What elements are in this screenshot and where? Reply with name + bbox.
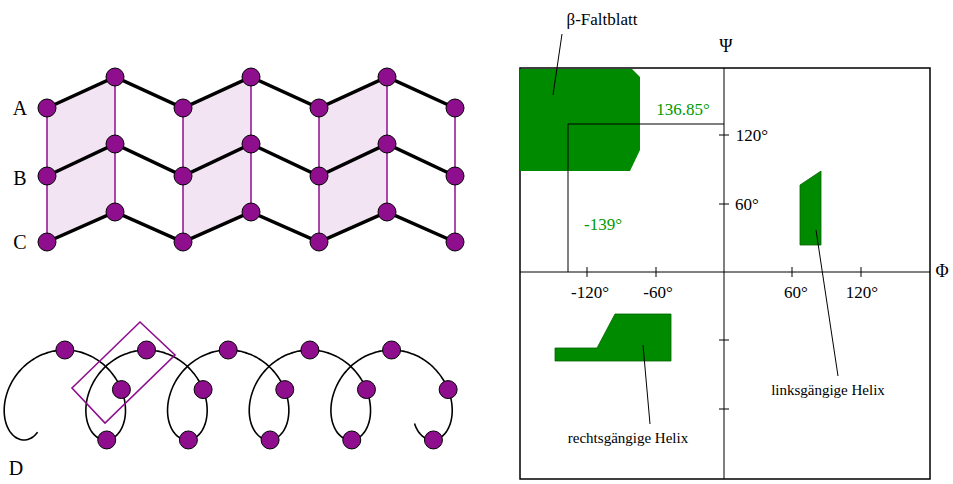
atom-dot	[446, 99, 464, 117]
atom-dot	[446, 167, 464, 185]
atom-dot	[174, 233, 192, 251]
atom-dot	[439, 381, 457, 399]
atom-dot	[261, 431, 279, 449]
beta-region	[520, 69, 640, 171]
angle-value: 136.85°	[656, 101, 710, 120]
atom-dot	[38, 233, 56, 251]
atom-dot	[378, 68, 396, 86]
atom-dot	[446, 233, 464, 251]
tick-label: -60°	[643, 284, 672, 303]
strand-label: A	[13, 97, 27, 119]
atom-dot	[56, 341, 74, 359]
atom-dot	[242, 68, 260, 86]
atom-dot	[98, 431, 116, 449]
leader-lines	[553, 34, 838, 424]
atom-dot	[343, 431, 361, 449]
axis-ticks	[587, 135, 861, 409]
axis-title: Φ	[935, 262, 948, 282]
atom-dot	[383, 341, 401, 359]
left-helix-region	[800, 171, 821, 245]
atom-dot	[194, 381, 212, 399]
psi-marker-line	[568, 124, 724, 125]
atom-dot	[357, 381, 375, 399]
helix-label: D	[9, 457, 23, 479]
atom-dot	[112, 381, 130, 399]
atom-dot	[138, 341, 156, 359]
right-helix-region	[555, 314, 671, 361]
tick-label: 120°	[736, 127, 768, 146]
plot-frame	[520, 68, 930, 479]
highlight-box	[72, 322, 175, 423]
region-label: β-Faltblatt	[567, 11, 638, 30]
atom-dot	[38, 167, 56, 185]
atom-dot	[219, 341, 237, 359]
strand-label: C	[13, 231, 26, 253]
atom-dot	[106, 68, 124, 86]
atom-dot	[106, 203, 124, 221]
atom-dot	[242, 203, 260, 221]
phi-marker-line	[568, 124, 569, 272]
alpha-helix	[4, 322, 457, 449]
atom-dot	[424, 431, 442, 449]
tick-label: -120°	[571, 284, 609, 303]
region-label: linksgängige Helix	[771, 382, 885, 399]
atom-dot	[174, 99, 192, 117]
tick-label: 60°	[784, 284, 808, 303]
atom-dot	[378, 135, 396, 153]
axis-title: Ψ	[719, 37, 732, 57]
atom-dot	[106, 135, 124, 153]
phi-axis	[520, 272, 930, 273]
atom-dot	[276, 381, 294, 399]
tick-label: 60°	[735, 196, 759, 215]
atom-dot	[310, 233, 328, 251]
atom-dot	[301, 341, 319, 359]
angle-value: -139°	[584, 216, 622, 235]
atom-dot	[310, 99, 328, 117]
atom-dot	[242, 135, 260, 153]
helix-curve	[4, 350, 452, 440]
ramachandran-plot	[520, 34, 930, 479]
region-label: rechtsgängige Helix	[568, 430, 688, 447]
tick-label: 120°	[846, 284, 878, 303]
atom-dot	[378, 203, 396, 221]
beta-sheet	[38, 68, 464, 251]
atom-dot	[310, 167, 328, 185]
atom-dot	[174, 167, 192, 185]
atom-dot	[38, 99, 56, 117]
strand-label: B	[13, 167, 26, 189]
atom-dot	[179, 431, 197, 449]
psi-axis	[724, 68, 725, 479]
